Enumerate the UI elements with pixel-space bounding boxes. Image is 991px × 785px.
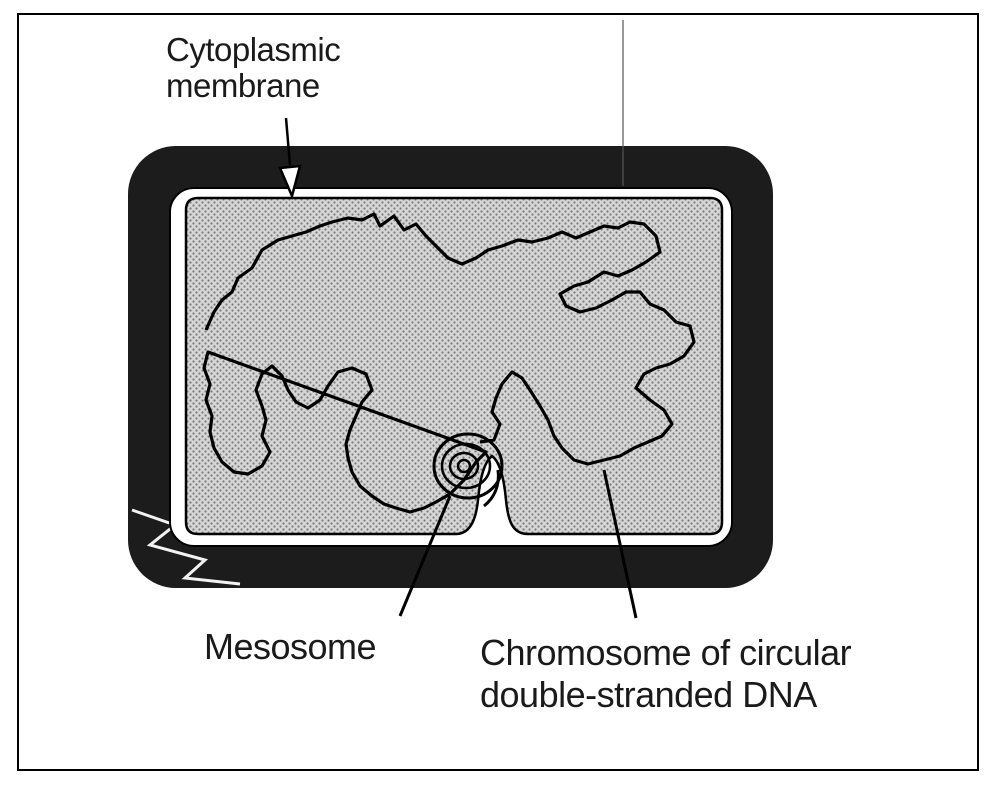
- mesosome: [432, 432, 504, 508]
- pointer-mesosome: [398, 495, 452, 617]
- pointer-chromosome: [602, 469, 638, 619]
- cell-wall-worn-edge: [131, 508, 241, 586]
- chromosome-dna: [202, 212, 696, 514]
- label-cytoplasmic-membrane: Cytoplasmic membrane: [166, 31, 341, 104]
- pointer-cytoplasmic-membrane: [278, 117, 302, 200]
- label-chromosome: Chromosome of circular double-stranded D…: [480, 632, 852, 715]
- label-mesosome: Mesosome: [204, 626, 377, 667]
